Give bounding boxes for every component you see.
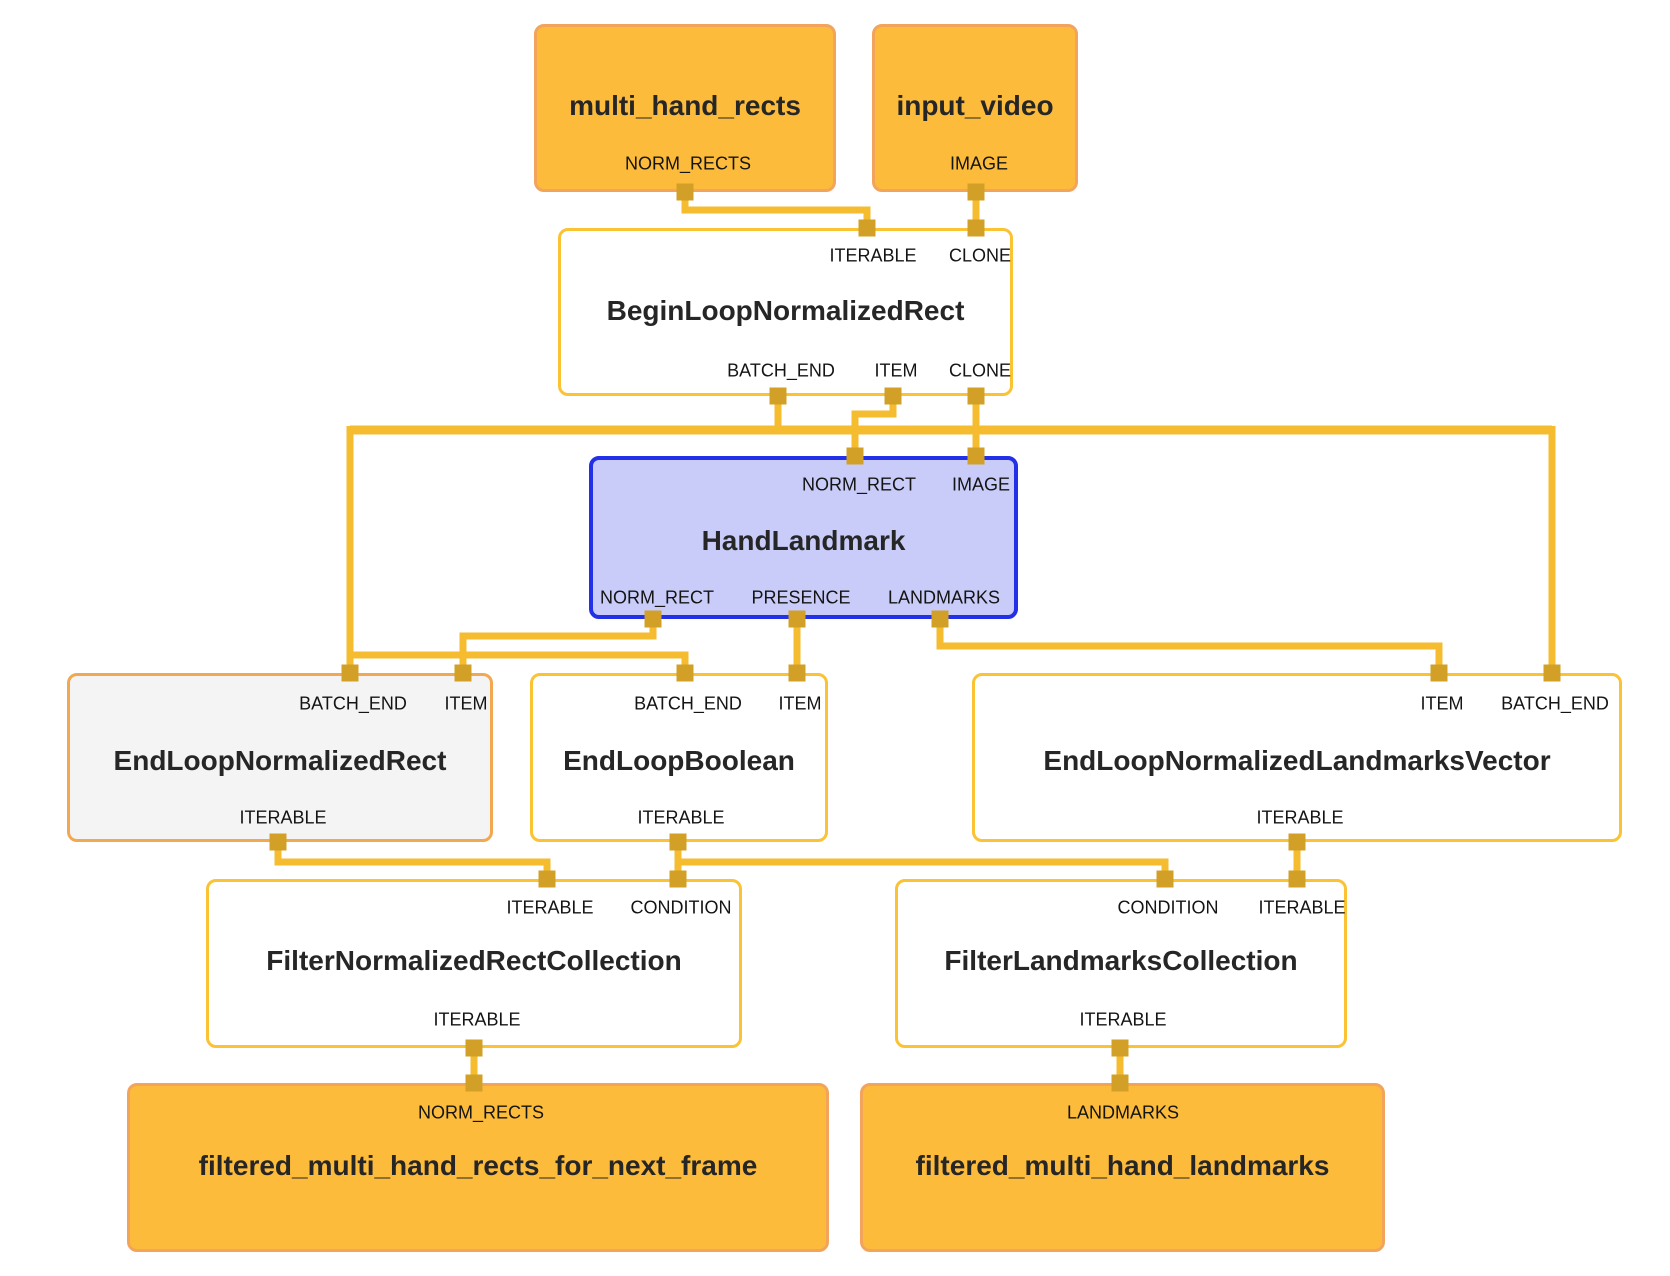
port-label-iterable-out: ITERABLE bbox=[1079, 1009, 1167, 1030]
port-label-item-in: ITEM bbox=[444, 693, 488, 714]
wire-iterable-to-filter-rects bbox=[274, 842, 551, 879]
wire-boolean-to-condition-right bbox=[678, 858, 1169, 879]
port-label-batch-end-in: BATCH_END bbox=[299, 693, 407, 714]
node-end-loop-normalized-landmarks-vector[interactable]: ITEM BATCH_END EndLoopNormalizedLandmark… bbox=[972, 673, 1622, 842]
port-label-landmarks-out: LANDMARKS bbox=[887, 587, 1001, 608]
port-label-condition-in: CONDITION bbox=[630, 897, 732, 918]
port-label-batch-end-in: BATCH_END bbox=[1501, 693, 1609, 714]
port-label-iterable-in: ITERABLE bbox=[506, 897, 594, 918]
node-input-video[interactable]: input_video IMAGE bbox=[872, 24, 1078, 192]
port-label-presence-out: PRESENCE bbox=[751, 587, 851, 608]
port-label-norm-rect-out: NORM_RECT bbox=[599, 587, 715, 608]
wire-item-to-norm-rect bbox=[851, 396, 897, 456]
node-title: HandLandmark bbox=[701, 525, 906, 556]
node-title: EndLoopBoolean bbox=[563, 745, 795, 776]
node-multi-hand-rects[interactable]: multi_hand_rects NORM_RECTS bbox=[534, 24, 836, 192]
port-label-iterable-in: ITERABLE bbox=[829, 245, 917, 266]
port-label-clone-in: CLONE bbox=[948, 245, 1012, 266]
port-label-item-out: ITEM bbox=[874, 360, 918, 381]
node-title: EndLoopNormalizedRect bbox=[113, 745, 447, 776]
port-label-landmarks-in: LANDMARKS bbox=[1066, 1102, 1180, 1123]
port-label-condition-in: CONDITION bbox=[1117, 897, 1219, 918]
port-label-image-out: IMAGE bbox=[949, 153, 1009, 174]
node-title: multi_hand_rects bbox=[569, 90, 801, 121]
port-label-clone-out: CLONE bbox=[948, 360, 1012, 381]
node-end-loop-normalized-rect[interactable]: BATCH_END ITEM EndLoopNormalizedRect ITE… bbox=[67, 673, 493, 842]
port-label-item-in: ITEM bbox=[778, 693, 822, 714]
node-title: FilterLandmarksCollection bbox=[944, 945, 1298, 976]
node-title: filtered_multi_hand_landmarks bbox=[915, 1150, 1330, 1181]
wire-norm-rect-to-item bbox=[459, 619, 657, 673]
node-title: BeginLoopNormalizedRect bbox=[606, 295, 965, 326]
port-label-item-in: ITEM bbox=[1420, 693, 1464, 714]
node-filtered-multi-hand-landmarks[interactable]: LANDMARKS filtered_multi_hand_landmarks bbox=[860, 1083, 1385, 1252]
wire-norm-rects-to-iterable bbox=[681, 192, 871, 228]
node-filter-normalized-rect-collection[interactable]: ITERABLE CONDITION FilterNormalizedRectC… bbox=[206, 879, 742, 1048]
node-title: EndLoopNormalizedLandmarksVector bbox=[1043, 745, 1551, 776]
node-end-loop-boolean[interactable]: BATCH_END ITEM EndLoopBoolean ITERABLE bbox=[530, 673, 828, 842]
node-title: input_video bbox=[896, 90, 1054, 121]
port-label-iterable-out: ITERABLE bbox=[433, 1009, 521, 1030]
port-label-iterable-out: ITERABLE bbox=[1256, 807, 1344, 828]
port-label-batch-end-in: BATCH_END bbox=[634, 693, 742, 714]
node-title: FilterNormalizedRectCollection bbox=[266, 945, 682, 976]
port-label-image-in: IMAGE bbox=[951, 474, 1011, 495]
node-filtered-multi-hand-rects-for-next-frame[interactable]: NORM_RECTS filtered_multi_hand_rects_for… bbox=[127, 1083, 829, 1252]
port-label-norm-rects-in: NORM_RECTS bbox=[417, 1102, 545, 1123]
node-begin-loop-normalized-rect[interactable]: ITERABLE CLONE BeginLoopNormalizedRect B… bbox=[558, 228, 1013, 396]
node-title: filtered_multi_hand_rects_for_next_frame bbox=[198, 1150, 758, 1181]
node-filter-landmarks-collection[interactable]: CONDITION ITERABLE FilterLandmarksCollec… bbox=[895, 879, 1347, 1048]
port-label-iterable-out: ITERABLE bbox=[637, 807, 725, 828]
port-label-iterable-in: ITERABLE bbox=[1258, 897, 1346, 918]
wire-batch-end-boolean bbox=[350, 651, 689, 673]
port-label-batch-end-out: BATCH_END bbox=[727, 360, 835, 381]
port-label-norm-rects-out: NORM_RECTS bbox=[624, 153, 752, 174]
port-label-iterable-out: ITERABLE bbox=[239, 807, 327, 828]
node-hand-landmark[interactable]: NORM_RECT IMAGE HandLandmark NORM_RECT P… bbox=[589, 456, 1018, 619]
wire-landmarks-to-item bbox=[936, 619, 1443, 673]
port-label-norm-rect-in: NORM_RECT bbox=[801, 474, 917, 495]
